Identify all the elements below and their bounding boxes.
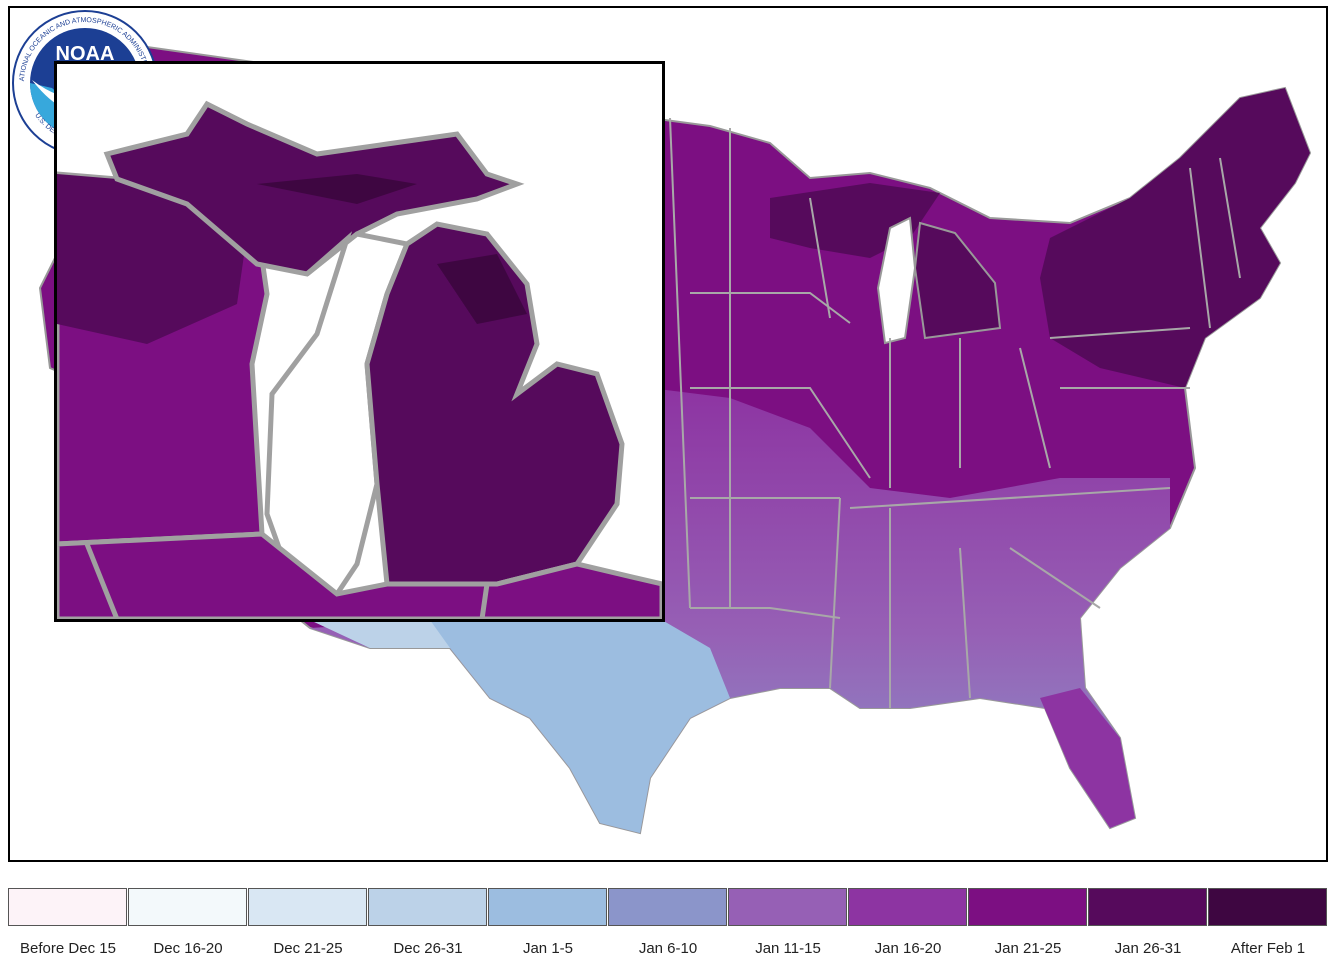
legend-label: After Feb 1 — [1230, 940, 1306, 957]
southern-region — [310, 388, 1170, 833]
legend-label: Before Dec 15 — [20, 940, 116, 957]
legend-label: Jan 6-10 — [638, 940, 698, 957]
legend-swatch — [848, 888, 967, 926]
legend-swatch — [1088, 888, 1207, 926]
legend-label: Jan 26-31 — [1114, 940, 1182, 957]
legend-labels: Before Dec 15 Dec 16-20 Dec 21-25 Dec 26-31… — [8, 940, 1328, 957]
northeast-region — [1040, 88, 1310, 388]
legend-label: Jan 21-25 — [994, 940, 1062, 957]
legend-swatch — [488, 888, 607, 926]
michigan-inset-map — [57, 64, 662, 619]
legend-swatch — [968, 888, 1087, 926]
legend-label: Dec 26-31 — [393, 940, 463, 957]
map-frame: NOAA NATIONAL OCEANIC AND ATMOSPHERIC AD… — [8, 6, 1328, 862]
legend-swatch — [728, 888, 847, 926]
inset-lower-peninsula — [364, 221, 625, 587]
legend-swatch — [248, 888, 367, 926]
legend-label: Dec 21-25 — [273, 940, 343, 957]
logo-center-text: NOAA — [56, 43, 115, 65]
legend-label: Jan 16-20 — [874, 940, 942, 957]
lake-michigan — [876, 216, 917, 345]
florida — [1040, 688, 1135, 828]
legend-swatch — [1208, 888, 1327, 926]
legend-swatches — [8, 888, 1328, 926]
legend-label: Jan 1-5 — [522, 940, 574, 957]
legend-label: Jan 11-15 — [755, 940, 821, 957]
state-boundaries — [669, 117, 1241, 708]
legend-swatch — [128, 888, 247, 926]
southwest-pale — [310, 620, 450, 648]
michigan-inset — [54, 61, 665, 622]
lower-michigan — [913, 221, 1002, 340]
legend-swatch — [8, 888, 127, 926]
legend-swatch — [608, 888, 727, 926]
inset-southern-states — [57, 531, 662, 619]
texas-region — [310, 608, 730, 833]
legend-swatch — [368, 888, 487, 926]
legend-label: Dec 16-20 — [153, 940, 223, 957]
